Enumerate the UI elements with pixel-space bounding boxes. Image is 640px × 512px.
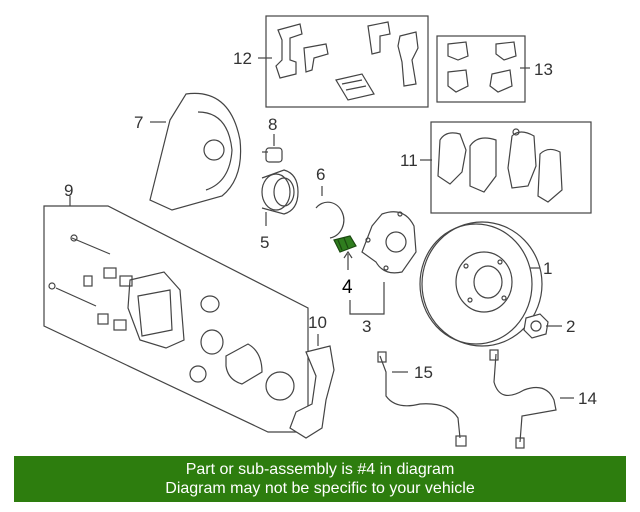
part-14-brake-hose[interactable] bbox=[489, 349, 557, 449]
callout-12: 12 bbox=[233, 49, 252, 68]
part-4-wheel-stud-highlighted[interactable] bbox=[333, 235, 357, 253]
part-1-brake-rotor[interactable] bbox=[419, 221, 543, 347]
brake-assembly-diagram: 12 13 11 7 8 6 5 9 4 3 1 2 10 15 14 bbox=[43, 15, 597, 449]
part-10-caliper-bracket[interactable] bbox=[289, 334, 335, 439]
part-notice-banner: Part or sub-assembly is #4 in diagram Di… bbox=[14, 456, 626, 502]
callout-9: 9 bbox=[64, 181, 73, 200]
part-6-snap-ring[interactable] bbox=[315, 186, 345, 239]
callout-8: 8 bbox=[268, 115, 277, 134]
part-12-pad-hardware-kit[interactable] bbox=[265, 15, 429, 108]
part-2-hub-nut[interactable] bbox=[523, 313, 549, 339]
callout-1: 1 bbox=[543, 259, 552, 278]
part-3-wheel-hub[interactable] bbox=[361, 211, 417, 274]
part-8-bolt[interactable] bbox=[262, 134, 283, 163]
callout-10: 10 bbox=[308, 313, 327, 332]
callout-14: 14 bbox=[578, 389, 597, 408]
callout-6: 6 bbox=[316, 165, 325, 184]
callout-7: 7 bbox=[134, 113, 143, 132]
callout-13: 13 bbox=[534, 60, 553, 79]
banner-line-part: Part or sub-assembly is #4 in diagram bbox=[185, 461, 455, 478]
callout-3: 3 bbox=[362, 317, 371, 336]
part-11-brake-pads[interactable] bbox=[430, 121, 592, 214]
callout-11: 11 bbox=[400, 151, 418, 170]
part-5-wheel-bearing[interactable] bbox=[261, 169, 299, 226]
callout-5: 5 bbox=[260, 233, 269, 252]
part-7-dust-shield[interactable] bbox=[149, 92, 242, 211]
callout-4-highlighted: 4 bbox=[342, 277, 353, 298]
banner-line-disclaimer: Diagram may not be specific to your vehi… bbox=[165, 480, 475, 497]
callout-15: 15 bbox=[414, 363, 433, 382]
part-15-abs-sensor[interactable] bbox=[377, 351, 467, 447]
part-13-pad-clips[interactable] bbox=[436, 35, 526, 103]
callout-2: 2 bbox=[566, 317, 575, 336]
